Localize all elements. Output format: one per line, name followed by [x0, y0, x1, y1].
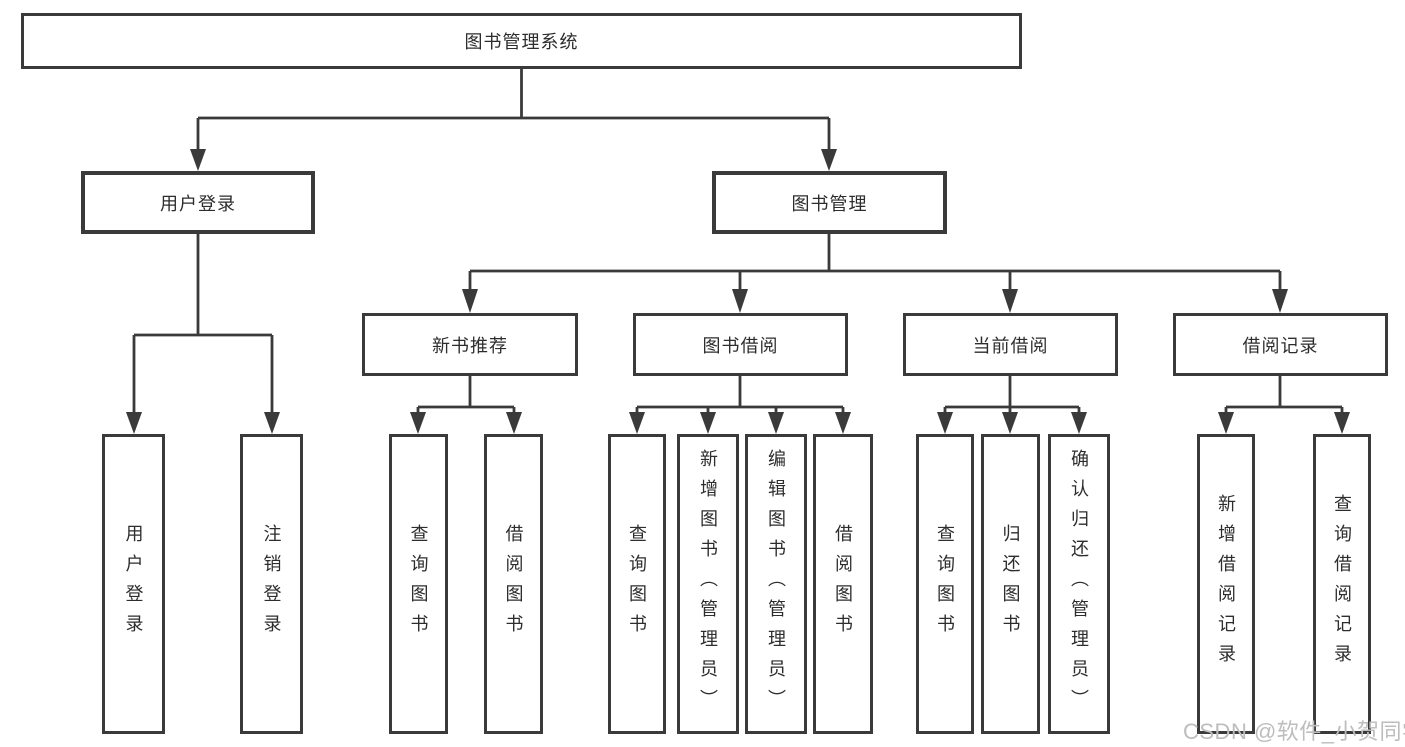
leaf-user-login: 用户登录 — [102, 434, 165, 734]
leaf-logout: 注销登录 — [240, 434, 303, 734]
leaf-edit-book-admin-label: 编辑图书（管理员） — [766, 449, 786, 719]
leaf-query-books-3-label: 查询图书 — [935, 524, 955, 644]
node-user-login: 用户登录 — [81, 171, 315, 234]
node-user-login-label: 用户登录 — [160, 193, 236, 214]
leaf-confirm-return-admin-label: 确认归还（管理员） — [1069, 449, 1089, 719]
node-book-management-label: 图书管理 — [791, 193, 868, 214]
leaf-borrow-books-2-label: 借阅图书 — [833, 524, 853, 644]
node-book-borrow-label: 图书借阅 — [702, 335, 779, 356]
node-book-management: 图书管理 — [712, 171, 947, 234]
node-new-book-recommend-label: 新书推荐 — [432, 335, 508, 356]
node-borrow-records-label: 借阅记录 — [1242, 335, 1319, 356]
leaf-user-login-label: 用户登录 — [123, 524, 144, 644]
node-borrow-records: 借阅记录 — [1173, 313, 1388, 376]
leaf-confirm-return-admin: 确认归还（管理员） — [1048, 434, 1110, 734]
leaf-logout-label: 注销登录 — [261, 524, 282, 644]
leaf-add-book-admin-label: 新增图书（管理员） — [698, 449, 718, 719]
leaf-borrow-books-1-label: 借阅图书 — [503, 524, 524, 644]
leaf-query-books-2: 查询图书 — [608, 434, 666, 734]
leaf-add-book-admin: 新增图书（管理员） — [677, 434, 739, 734]
leaf-query-books-1: 查询图书 — [389, 434, 448, 734]
leaf-return-book-label: 归还图书 — [1000, 524, 1021, 644]
leaf-query-borrow-record-label: 查询借阅记录 — [1332, 494, 1352, 674]
node-new-book-recommend: 新书推荐 — [362, 313, 578, 376]
node-current-borrow-label: 当前借阅 — [972, 335, 1049, 356]
leaf-add-borrow-record: 新增借阅记录 — [1197, 434, 1255, 734]
leaf-edit-book-admin: 编辑图书（管理员） — [745, 434, 807, 734]
node-root-label: 图书管理系统 — [464, 32, 579, 52]
leaf-query-books-1-label: 查询图书 — [408, 524, 429, 644]
leaf-query-borrow-record: 查询借阅记录 — [1313, 434, 1371, 734]
leaf-return-book: 归还图书 — [981, 434, 1040, 734]
leaf-query-books-3: 查询图书 — [916, 434, 974, 734]
leaf-add-borrow-record-label: 新增借阅记录 — [1216, 494, 1236, 674]
csdn-watermark: CSDN @软件_小贺同学 — [1183, 719, 1405, 744]
node-root: 图书管理系统 — [21, 13, 1022, 69]
node-current-borrow: 当前借阅 — [903, 313, 1118, 376]
leaf-query-books-2-label: 查询图书 — [627, 524, 647, 644]
leaf-borrow-books-2: 借阅图书 — [813, 434, 873, 734]
node-book-borrow: 图书借阅 — [633, 313, 848, 376]
leaf-borrow-books-1: 借阅图书 — [484, 434, 543, 734]
